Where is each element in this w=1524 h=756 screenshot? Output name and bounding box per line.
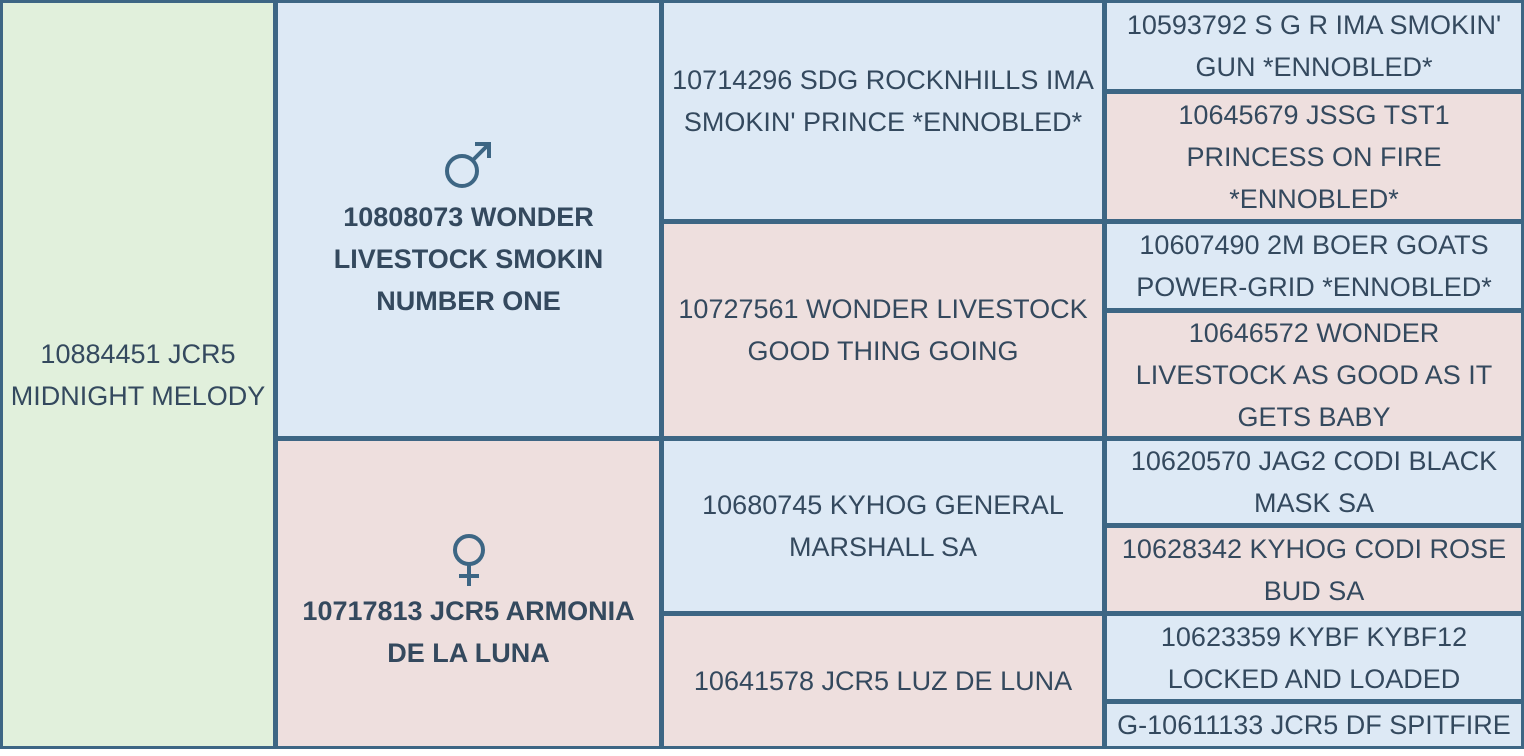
grandparent-cell[interactable]: 10714296 SDG ROCKNHILLS IMA SMOKIN' PRIN… [664,3,1102,219]
great-grandparent-name: G-10611133 JCR5 DF SPITFIRE [1117,710,1511,740]
sire-name: 10808073 WONDER LIVESTOCK SMOKIN NUMBER … [333,201,604,316]
great-grandparent-cell[interactable]: 10623359 KYBF KYBF12 LOCKED AND LOADED [1107,616,1521,699]
grandparent-name: 10727561 WONDER LIVESTOCK GOOD THING GOI… [678,294,1088,366]
great-grandparent-name: 10645679 JSSG TST1 PRINCESS ON FIRE *ENN… [1178,99,1450,214]
great-grandparent-cell[interactable]: 10607490 2M BOER GOATS POWER-GRID *ENNOB… [1107,224,1521,308]
great-grandparent-name: 10607490 2M BOER GOATS POWER-GRID *ENNOB… [1136,230,1492,302]
great-grandparent-name: 10593792 S G R IMA SMOKIN' GUN *ENNOBLED… [1126,10,1502,82]
great-grandparent-cell[interactable]: 10646572 WONDER LIVESTOCK AS GOOD AS IT … [1107,313,1521,436]
subject-name: 10884451 JCR5 MIDNIGHT MELODY [10,338,266,411]
great-grandparent-name: 10623359 KYBF KYBF12 LOCKED AND LOADED [1160,621,1468,694]
grandparent-cell[interactable]: 10641578 JCR5 LUZ DE LUNA [664,616,1102,746]
great-grandparent-cell[interactable]: 10593792 S G R IMA SMOKIN' GUN *ENNOBLED… [1107,3,1521,89]
great-grandparent-cell[interactable]: 10645679 JSSG TST1 PRINCESS ON FIRE *ENN… [1107,94,1521,219]
grandparent-name: 10680745 KYHOG GENERAL MARSHALL SA [702,490,1064,562]
great-grandparent-name: 10620570 JAG2 CODI BLACK MASK SA [1130,446,1498,518]
great-grandparent-name: 10628342 KYHOG CODI ROSE BUD SA [1121,533,1507,606]
grandparent-name: 10714296 SDG ROCKNHILLS IMA SMOKIN' PRIN… [672,65,1094,137]
great-grandparent-name: 10646572 WONDER LIVESTOCK AS GOOD AS IT … [1135,317,1493,432]
dam-name: 10717813 JCR5 ARMONIA DE LA LUNA [302,595,635,668]
male-symbol-icon [444,141,491,188]
subject-cell[interactable]: 10884451 JCR5 MIDNIGHT MELODY [3,3,273,746]
dam-cell[interactable]: 10717813 JCR5 ARMONIA DE LA LUNA [278,441,659,746]
grandparent-cell[interactable]: 10727561 WONDER LIVESTOCK GOOD THING GOI… [664,224,1102,436]
sire-cell[interactable]: 10808073 WONDER LIVESTOCK SMOKIN NUMBER … [278,3,659,436]
great-grandparent-cell[interactable]: G-10611133 JCR5 DF SPITFIRE [1107,704,1521,746]
grandparent-name: 10641578 JCR5 LUZ DE LUNA [693,666,1073,696]
grandparent-cell[interactable]: 10680745 KYHOG GENERAL MARSHALL SA [664,441,1102,611]
great-grandparent-cell[interactable]: 10628342 KYHOG CODI ROSE BUD SA [1107,528,1521,611]
great-grandparent-cell[interactable]: 10620570 JAG2 CODI BLACK MASK SA [1107,441,1521,523]
female-symbol-icon [452,533,485,586]
